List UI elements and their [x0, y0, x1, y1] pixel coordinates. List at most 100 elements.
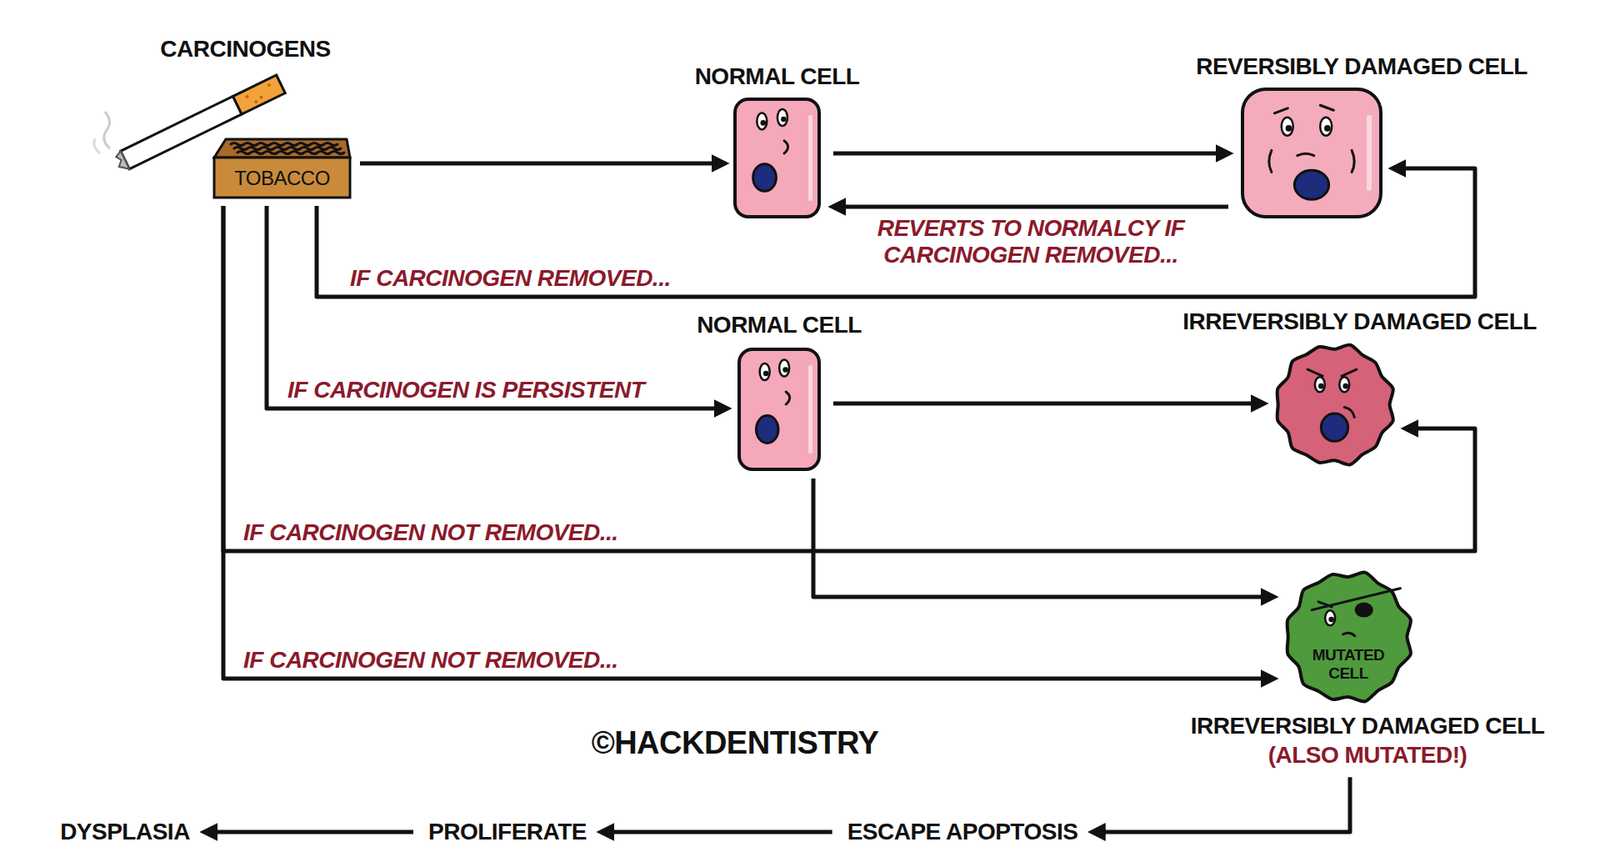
- flow-arrow: [601, 830, 833, 835]
- cell-drawing: [739, 349, 820, 470]
- cell-outline: [1283, 569, 1414, 705]
- cell-pupil: [780, 116, 787, 123]
- cell-nucleus: [755, 415, 779, 444]
- cell-membrane: [1287, 571, 1411, 701]
- cell-pupil: [1318, 383, 1325, 390]
- smoke: [104, 111, 110, 149]
- smoke: [94, 138, 100, 154]
- cell-eye: [777, 109, 788, 126]
- stage-text: ESCAPE APOPTOSIS: [842, 816, 1084, 847]
- cell-brow: [1318, 601, 1332, 607]
- cell-membrane: [739, 349, 820, 470]
- cell-drawing: [1287, 571, 1411, 701]
- tobacco-wave: [230, 143, 338, 146]
- cell-outline: [732, 96, 822, 220]
- cell-drawing: [735, 99, 820, 217]
- cell-brow: [1274, 108, 1288, 114]
- filter-dot: [266, 82, 271, 87]
- cell-eye: [756, 112, 767, 130]
- node-heading: REVERSIBLY DAMAGED CELL: [1195, 53, 1528, 80]
- eyepatch: [1355, 602, 1374, 618]
- cell-eye: [1320, 117, 1332, 136]
- cell-outline: [1273, 341, 1396, 468]
- cell-eye: [1315, 376, 1325, 392]
- cell-drawing: [214, 139, 350, 198]
- node-text: DYSPLASIA: [60, 818, 190, 845]
- flow-arrow: [223, 205, 1274, 679]
- stage-text: PROLIFERATE: [423, 816, 592, 847]
- cigarette-ash: [113, 150, 130, 173]
- cell-shine: [808, 365, 813, 454]
- cell-pupil: [1324, 125, 1331, 132]
- cell-mouth: [784, 140, 789, 154]
- cell-pupil: [1285, 125, 1293, 132]
- tobacco-wave: [237, 151, 345, 155]
- watermark: ©HACKDENTISTRY: [591, 725, 880, 761]
- cell-mouth: [785, 391, 790, 405]
- flow-arrow: [833, 151, 1229, 156]
- irreversible-cell: IRREVERSIBLY DAMAGED CELL: [1273, 341, 1396, 468]
- cell-nucleus: [1294, 170, 1329, 200]
- cell-brow: [1341, 369, 1357, 376]
- cell-membrane: [1242, 89, 1381, 217]
- flow-arrow: [223, 205, 1475, 551]
- reversible-cell: REVERSIBLY DAMAGED CELL: [1240, 86, 1384, 220]
- flow-arrow: [205, 830, 414, 835]
- cell-eye: [1325, 610, 1335, 625]
- node-text: PROLIFERATE: [428, 818, 587, 845]
- cell-drawing: [1277, 345, 1394, 465]
- node-heading: (ALSO MUTATED!): [1268, 741, 1468, 769]
- edge-label: IF CARCINOGEN REMOVED...: [350, 265, 671, 292]
- edge-label: IF CARCINOGEN NOT REMOVED...: [243, 519, 619, 546]
- flow-arrow: [266, 205, 727, 409]
- cell-pupil: [782, 366, 789, 373]
- cell-brow: [1307, 369, 1323, 376]
- normal-cell: NORMAL CELL: [732, 96, 822, 220]
- cell-eye: [1281, 117, 1294, 136]
- node-heading: NORMAL CELL: [695, 63, 860, 90]
- cell-pupil: [1328, 616, 1335, 623]
- cell-membrane: [1277, 345, 1394, 465]
- cell-drawing: [1242, 89, 1381, 217]
- cell-eye: [760, 363, 770, 380]
- node-text: MUTATED CELL: [1306, 645, 1390, 683]
- cell-nucleus: [753, 164, 777, 191]
- filter-dot: [245, 94, 250, 99]
- node-heading: IRREVERSIBLY DAMAGED CELL: [1190, 712, 1545, 740]
- cell-brow: [1320, 105, 1334, 110]
- cell-cheek: [1351, 150, 1355, 172]
- flow-arrow: [316, 168, 1475, 297]
- node-heading: NORMAL CELL: [696, 311, 862, 339]
- filter-dot: [254, 99, 259, 104]
- node-heading: IRREVERSIBLY DAMAGED CELL: [1182, 308, 1537, 335]
- flow-arrow: [833, 205, 1229, 210]
- cell-pupil: [760, 120, 767, 126]
- node-text: ESCAPE APOPTOSIS: [847, 818, 1079, 845]
- edge-label: IF CARCINOGEN IS PERSISTENT: [287, 376, 645, 404]
- flow-arrow: [360, 161, 725, 166]
- cell-shine: [808, 115, 813, 201]
- normal-cell: NORMAL CELL: [736, 346, 822, 472]
- stage-text: DYSPLASIA: [55, 816, 195, 847]
- cell-nucleus: [1320, 413, 1348, 441]
- cell-shine: [1366, 115, 1372, 191]
- cell-pupil: [1342, 383, 1349, 390]
- cell-membrane: [735, 99, 820, 217]
- node-heading: CARCINOGENS: [160, 35, 331, 63]
- tobacco-front: [214, 157, 350, 198]
- flow-arrow: [1092, 776, 1350, 832]
- cell-eye: [1339, 376, 1350, 392]
- cell-outline: [1240, 86, 1384, 220]
- cell-pupil: [763, 370, 770, 377]
- cell-mouth: [1297, 153, 1315, 156]
- node-text: TOBACCO: [234, 166, 330, 190]
- tobacco-lid: [214, 139, 350, 158]
- cell-mouth: [1344, 407, 1355, 418]
- flow-arrow: [833, 401, 1264, 406]
- tobacco-wave: [234, 147, 341, 150]
- cell-eye: [779, 360, 790, 377]
- cell-outline: [736, 346, 822, 472]
- mutated-cell: MUTATED CELLIRREVERSIBLY DAMAGED CELL(AL…: [1283, 569, 1414, 705]
- tobacco-box: CARCINOGENSTOBACCO: [212, 137, 352, 200]
- edge-label: REVERTS TO NORMALCY IF CARCINOGEN REMOVE…: [851, 215, 1210, 269]
